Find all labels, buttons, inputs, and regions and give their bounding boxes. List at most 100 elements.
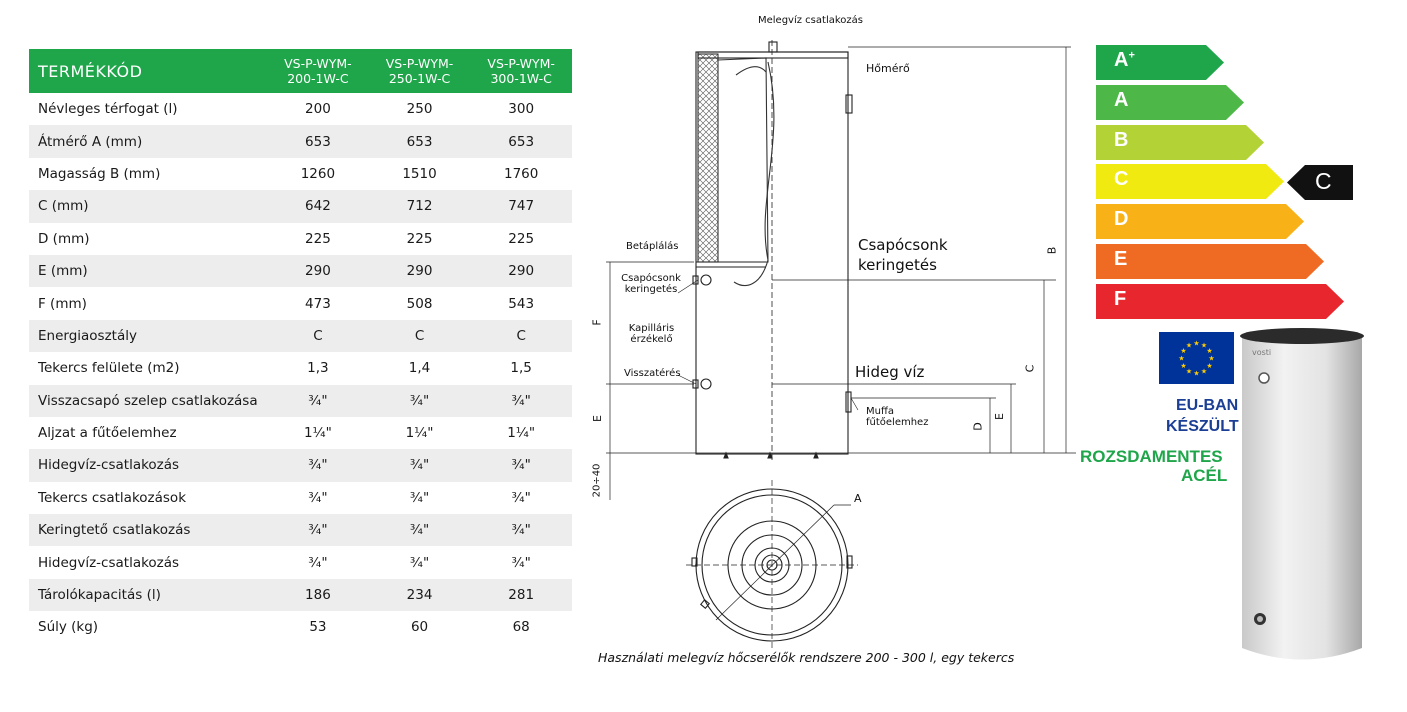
row-value: 747 xyxy=(470,190,572,223)
row-label: Energiaosztály xyxy=(29,319,268,353)
row-value: 290 xyxy=(470,254,572,288)
row-value: 508 xyxy=(406,295,433,312)
header-product-code: TERMÉKKÓD xyxy=(29,49,268,93)
row-value: ¾" xyxy=(267,514,369,547)
row-value: 1760 xyxy=(503,165,539,182)
row-label: Átmérő A (mm) xyxy=(29,125,268,158)
row-value: ¾" xyxy=(368,384,471,417)
tank-drawing-svg xyxy=(606,40,1076,650)
technical-drawing: Melegvíz csatlakozás Hőmérő Betáplálás C… xyxy=(586,0,1086,670)
stainless-line2: ACÉL xyxy=(1181,466,1228,485)
stainless-line1: ROZSDAMENTES xyxy=(1080,447,1223,466)
energy-class-bar: E xyxy=(1096,244,1324,279)
row-value: 1,3 xyxy=(307,360,329,377)
row-value: 653 xyxy=(368,125,471,158)
row-label: D (mm) xyxy=(38,230,90,247)
svg-text:★: ★ xyxy=(1208,355,1214,363)
row-value: ¾" xyxy=(470,384,572,417)
eu-made-line2: KÉSZÜLT xyxy=(1166,418,1239,435)
svg-text:★: ★ xyxy=(1193,370,1199,378)
row-value: 543 xyxy=(508,295,535,312)
row-value: 1,5 xyxy=(510,360,532,377)
row-value: ¾" xyxy=(267,449,369,482)
table-row: Tekercs csatlakozások ¾" ¾" ¾" xyxy=(29,482,572,514)
tank-product-image: vosti xyxy=(1238,326,1366,666)
dim-label-c: C xyxy=(1023,364,1037,373)
row-value: ¾" xyxy=(409,554,430,571)
dim-label-d: D xyxy=(971,422,985,431)
row-value: 712 xyxy=(368,190,471,223)
energy-class-bar: F xyxy=(1096,283,1344,319)
label-circulation-large-1: Csapócsonk xyxy=(858,236,948,254)
energy-class-letter: D xyxy=(1114,208,1129,231)
row-label: Névleges térfogat (l) xyxy=(38,101,178,118)
energy-class-letter: A xyxy=(1114,88,1129,111)
row-value: 234 xyxy=(368,578,471,612)
brand-logo: vosti xyxy=(1252,348,1272,357)
row-label: C (mm) xyxy=(29,190,268,223)
row-value: ¾" xyxy=(409,489,430,506)
energy-class-bar: A xyxy=(1096,84,1244,120)
row-value: ¾" xyxy=(368,514,471,547)
diagram-caption: Használati melegvíz hőcserélők rendszere… xyxy=(598,650,1015,665)
svg-text:★: ★ xyxy=(1186,342,1192,350)
row-value: C xyxy=(368,319,471,353)
row-value: 200 xyxy=(305,101,331,118)
row-value: 1¼" xyxy=(303,425,332,442)
row-value: 653 xyxy=(267,125,369,158)
row-value: 1,4 xyxy=(408,360,431,377)
row-value: 68 xyxy=(512,619,530,636)
label-return: Visszatérés xyxy=(624,368,681,379)
dim-label-f: F xyxy=(590,319,604,326)
row-label: Tekercs csatlakozások xyxy=(38,489,187,506)
row-value: ¾" xyxy=(470,514,572,547)
row-value: ¾" xyxy=(308,489,328,506)
label-cold-water: Hideg víz xyxy=(855,363,925,381)
energy-class-letter: E xyxy=(1114,248,1128,270)
header-model: VS-P-WYM-300-1W-C xyxy=(470,49,572,93)
energy-class-letter: A+ xyxy=(1114,49,1135,71)
label-thermometer: Hőmérő xyxy=(866,62,910,75)
energy-class-letter: F xyxy=(1114,287,1127,310)
row-label: Súly (kg) xyxy=(38,619,99,636)
row-value: 53 xyxy=(309,619,327,636)
svg-text:★: ★ xyxy=(1178,355,1184,363)
row-value: ¾" xyxy=(511,489,531,506)
rating-arrow-icon xyxy=(1287,165,1353,200)
label-hot-water: Melegvíz csatlakozás xyxy=(758,15,863,26)
row-label: Aljzat a fűtőelemhez xyxy=(38,425,177,442)
row-value: 473 xyxy=(305,295,331,312)
svg-text:★: ★ xyxy=(1180,347,1186,355)
energy-class-bar: C xyxy=(1096,164,1284,200)
row-value: 642 xyxy=(267,190,369,223)
energy-class-bar: D xyxy=(1096,204,1304,240)
row-value: ¾" xyxy=(308,554,328,571)
row-value: ¾" xyxy=(267,384,369,417)
dim-label-e-right: E xyxy=(992,413,1006,420)
row-value: 290 xyxy=(368,254,471,288)
svg-text:★: ★ xyxy=(1206,347,1212,355)
dim-label-b: B xyxy=(1045,246,1059,255)
header-model: VS-P-WYM-250-1W-C xyxy=(368,49,471,93)
dim-label-e-left: E xyxy=(590,415,604,422)
table-header-row: TERMÉKKÓD VS-P-WYM-200-1W-C VS-P-WYM-250… xyxy=(29,49,572,93)
row-value: ¾" xyxy=(470,449,572,482)
svg-text:★: ★ xyxy=(1193,340,1199,348)
svg-text:★: ★ xyxy=(1201,367,1207,375)
row-value: 281 xyxy=(470,578,572,612)
row-value: 250 xyxy=(406,101,433,118)
row-value: 186 xyxy=(267,578,369,612)
